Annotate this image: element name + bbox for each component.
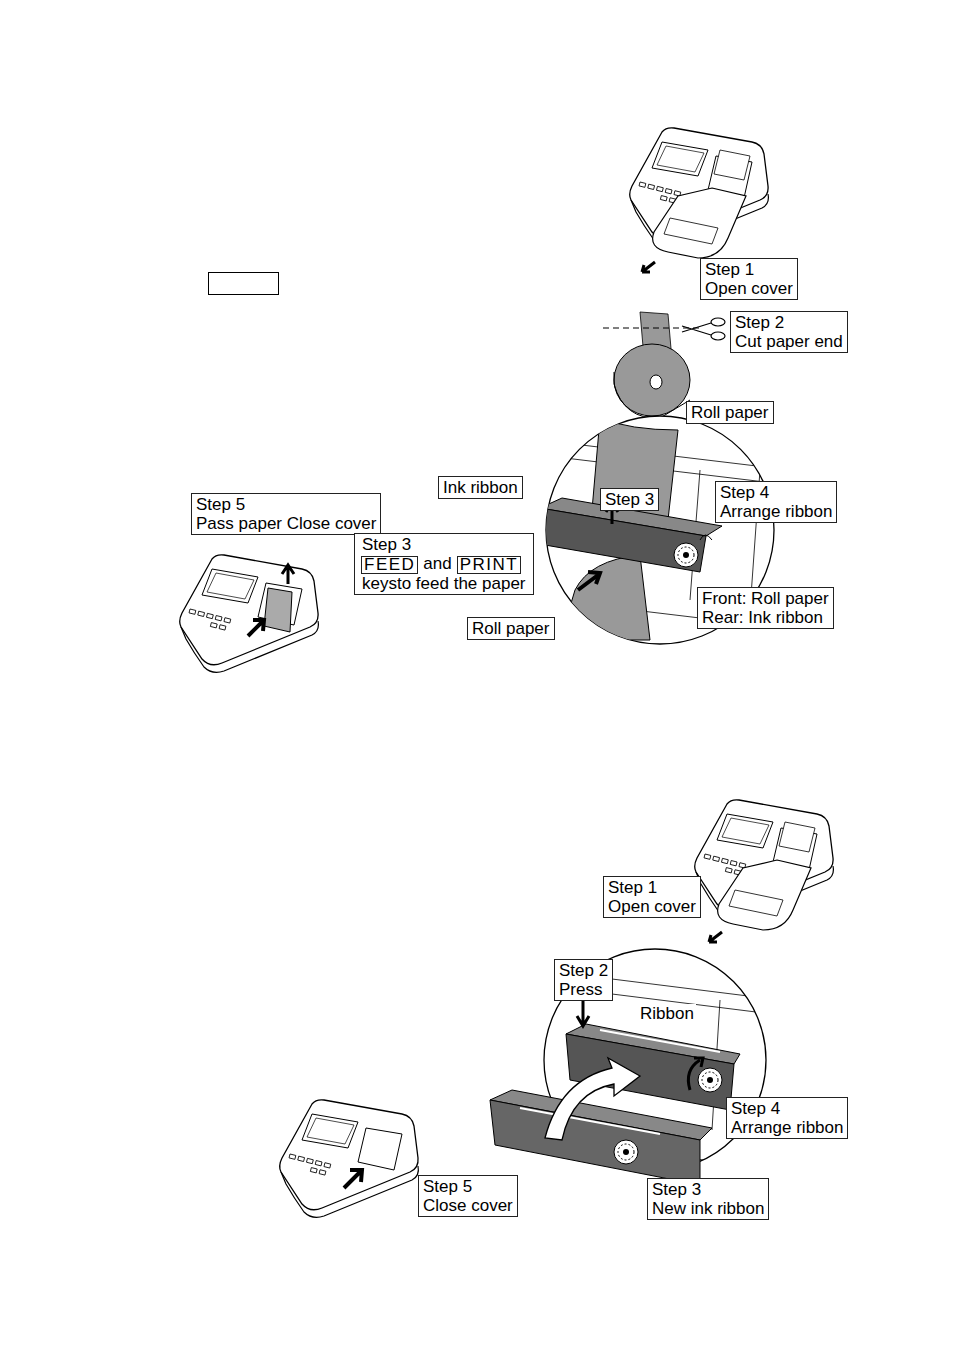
callout-text: Press <box>559 980 608 999</box>
callout-heading: Step 4 <box>731 1099 843 1118</box>
callout-heading: Roll paper <box>691 403 769 422</box>
key-label: PRINT <box>457 556 522 574</box>
callout-text: Close cover <box>423 1196 513 1215</box>
callout-heading: Step 5 <box>196 495 376 514</box>
callout-heading: FEED <box>364 557 415 573</box>
callout-text: Open cover <box>608 897 696 916</box>
part-label: Ribbon <box>638 1004 696 1023</box>
callout-heading: Front: Roll paper <box>702 589 829 608</box>
step-callout: Step 1Open cover <box>700 258 798 300</box>
callout-heading: Step 5 <box>423 1177 513 1196</box>
step-callout: Step 4Arrange ribbon <box>715 481 837 523</box>
callout-heading: Step 1 <box>705 260 793 279</box>
callout-heading: Roll paper <box>472 619 550 638</box>
step-callout: Step 1Open cover <box>603 876 701 918</box>
callout-heading: Step 2 <box>559 961 608 980</box>
callout-heading: Step 2 <box>735 313 843 332</box>
step-callout: Step 2Cut paper end <box>730 311 848 353</box>
callout-text: New ink ribbon <box>652 1199 764 1218</box>
step-callout: Step 2Press <box>554 959 613 1001</box>
step-callout: Step 5Pass paper Close cover <box>191 493 381 535</box>
callout-heading: Step 3 <box>605 490 654 509</box>
callout-heading: Ink ribbon <box>443 478 518 497</box>
callout-text: Step 3 <box>359 535 414 554</box>
callout-text: Rear: Ink ribbon <box>702 608 829 627</box>
callout-heading: Step 4 <box>720 483 832 502</box>
step-callout: Step 4Arrange ribbon <box>726 1097 848 1139</box>
step-callout: Step 5Close cover <box>418 1175 518 1217</box>
step-callout: Step 3 FEED and PRINTkeysto feed the paper <box>354 533 534 595</box>
callout-text: Cut paper end <box>735 332 843 351</box>
step-callout: Step 3 <box>600 488 659 511</box>
key-label: FEED <box>361 556 418 574</box>
callout-text: and <box>420 554 454 573</box>
step-callout: Step 3New ink ribbon <box>647 1178 769 1220</box>
callout-heading: PRINT <box>460 557 519 573</box>
callout-text: keysto feed the paper <box>359 574 529 593</box>
callout-text: Arrange ribbon <box>720 502 832 521</box>
callout-text: Pass paper Close cover <box>196 514 376 533</box>
callout-heading: Step 3 <box>652 1180 764 1199</box>
part-callout: Ink ribbon <box>438 476 523 499</box>
note-callout: Front: Roll paperRear: Ink ribbon <box>697 587 834 629</box>
callout-text: Open cover <box>705 279 793 298</box>
part-callout: Roll paper <box>467 617 555 640</box>
callout-text: Arrange ribbon <box>731 1118 843 1137</box>
part-callout: Roll paper <box>686 401 774 424</box>
callout-heading: Step 1 <box>608 878 696 897</box>
